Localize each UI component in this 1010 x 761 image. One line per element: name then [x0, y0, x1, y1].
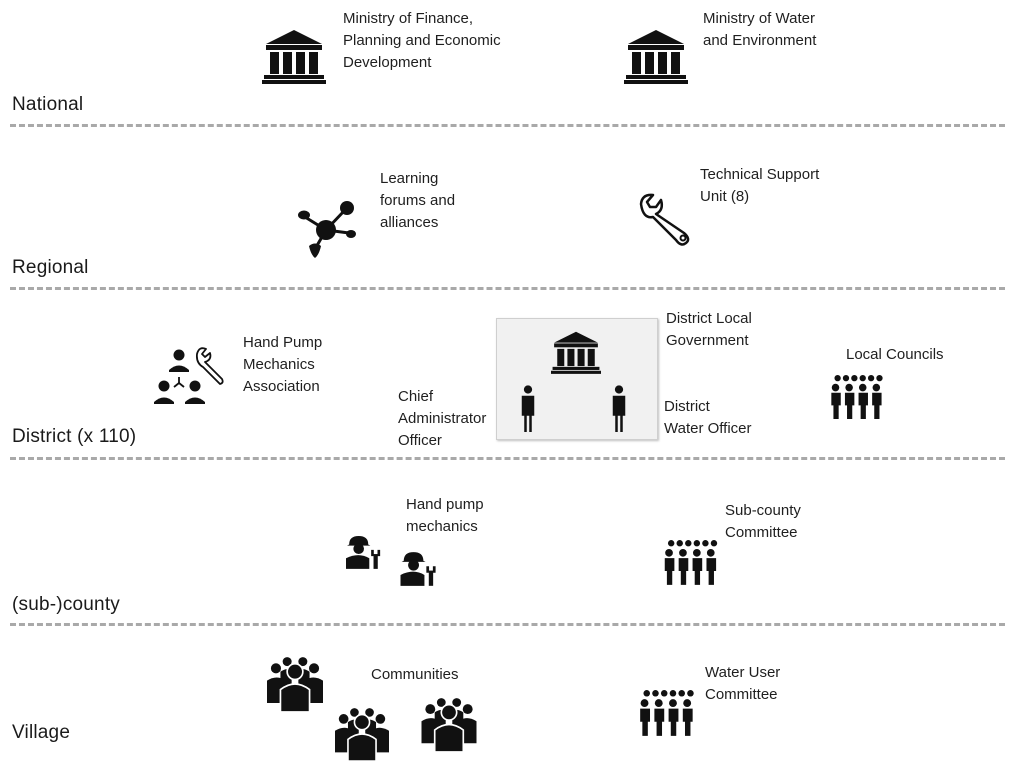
wrench-icon	[639, 193, 690, 246]
person-icon	[612, 385, 626, 432]
level-label-district: District (x 110)	[12, 426, 137, 447]
hand-pump-mechanics-label: Hand pump mechanics	[406, 496, 484, 535]
network-icon	[298, 201, 356, 258]
separator-national	[10, 124, 1005, 127]
learning-forums-label: Learning forums and alliances	[380, 170, 456, 231]
level-label-subcounty: (sub-)county	[12, 594, 120, 615]
communities-label: Communities	[371, 666, 459, 683]
separator-subcounty	[10, 623, 1005, 626]
subcounty-committee-label: Sub-county Committee	[725, 502, 801, 541]
government-building-icon	[624, 30, 688, 84]
level-label-village: Village	[12, 722, 71, 743]
government-building-icon	[551, 331, 601, 374]
person-icon	[521, 385, 535, 432]
mechanic-icon	[346, 535, 381, 571]
ministry-finance-label: Ministry of Finance, Planning and Econom…	[343, 10, 501, 71]
separator-district	[10, 457, 1005, 460]
mechanic-icon	[399, 551, 436, 588]
technical-support-label: Technical Support Unit (8)	[700, 166, 820, 205]
local-councils-label: Local Councils	[846, 346, 944, 363]
community-icon	[420, 697, 478, 752]
level-label-national: National	[12, 94, 84, 115]
hpma-label: Hand Pump Mechanics Association	[243, 334, 323, 395]
group-icon	[664, 540, 718, 585]
group-icon	[640, 690, 694, 736]
district-water-officer-label: District Water Officer	[664, 398, 752, 437]
water-user-committee-label: Water User Committee	[705, 664, 781, 703]
group-icon	[831, 375, 883, 419]
association-icon	[154, 347, 224, 404]
ministry-water-label: Ministry of Water and Environment	[703, 10, 817, 49]
separator-regional	[10, 287, 1005, 290]
level-label-regional: Regional	[12, 257, 89, 278]
community-icon	[266, 656, 324, 712]
district-local-government-label: District Local Government	[666, 310, 752, 349]
chief-administrator-label: Chief Administrator Officer	[398, 388, 487, 449]
community-icon	[334, 707, 390, 761]
government-building-icon	[262, 30, 326, 84]
